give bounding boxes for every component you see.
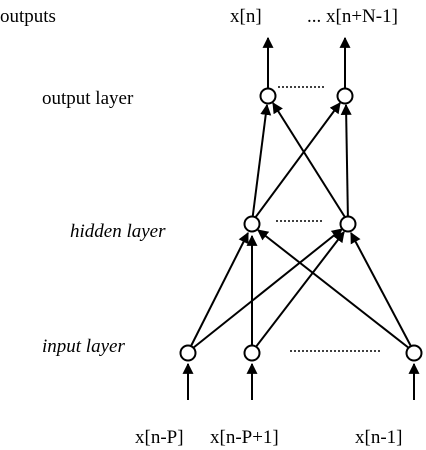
input-second-label: x[n-P+1] xyxy=(210,427,279,448)
output-last-label: ... x[n+N-1] xyxy=(307,6,398,27)
hidden-node-2 xyxy=(339,215,357,233)
outputs-label: outputs xyxy=(0,6,56,27)
hidden-node-1 xyxy=(243,215,261,233)
output-layer-label: output layer xyxy=(42,88,134,109)
output-node-2 xyxy=(336,87,354,105)
input-node-2 xyxy=(243,344,261,362)
input-node-3 xyxy=(405,344,423,362)
edge-h2-o2 xyxy=(340,103,352,223)
edge-in3-h2 xyxy=(350,232,415,353)
input-layer-label: input layer xyxy=(42,336,125,357)
edge-in2-h2 xyxy=(251,231,345,353)
edge-in3-h1 xyxy=(257,229,415,353)
input-last-label: x[n-1] xyxy=(355,427,402,448)
output-node-1 xyxy=(259,87,277,105)
input-node-1 xyxy=(179,344,197,362)
edge-h1-o1 xyxy=(251,103,272,223)
edge-in1-h1 xyxy=(187,232,249,353)
hidden-layer-label: hidden layer xyxy=(70,221,166,242)
output-first-label: x[n] xyxy=(230,6,262,27)
edge-h2-o1 xyxy=(272,102,349,223)
edge-in1-h2 xyxy=(187,228,343,353)
edge-h1-o2 xyxy=(251,102,341,223)
input-first-label: x[n-P] xyxy=(135,427,184,448)
